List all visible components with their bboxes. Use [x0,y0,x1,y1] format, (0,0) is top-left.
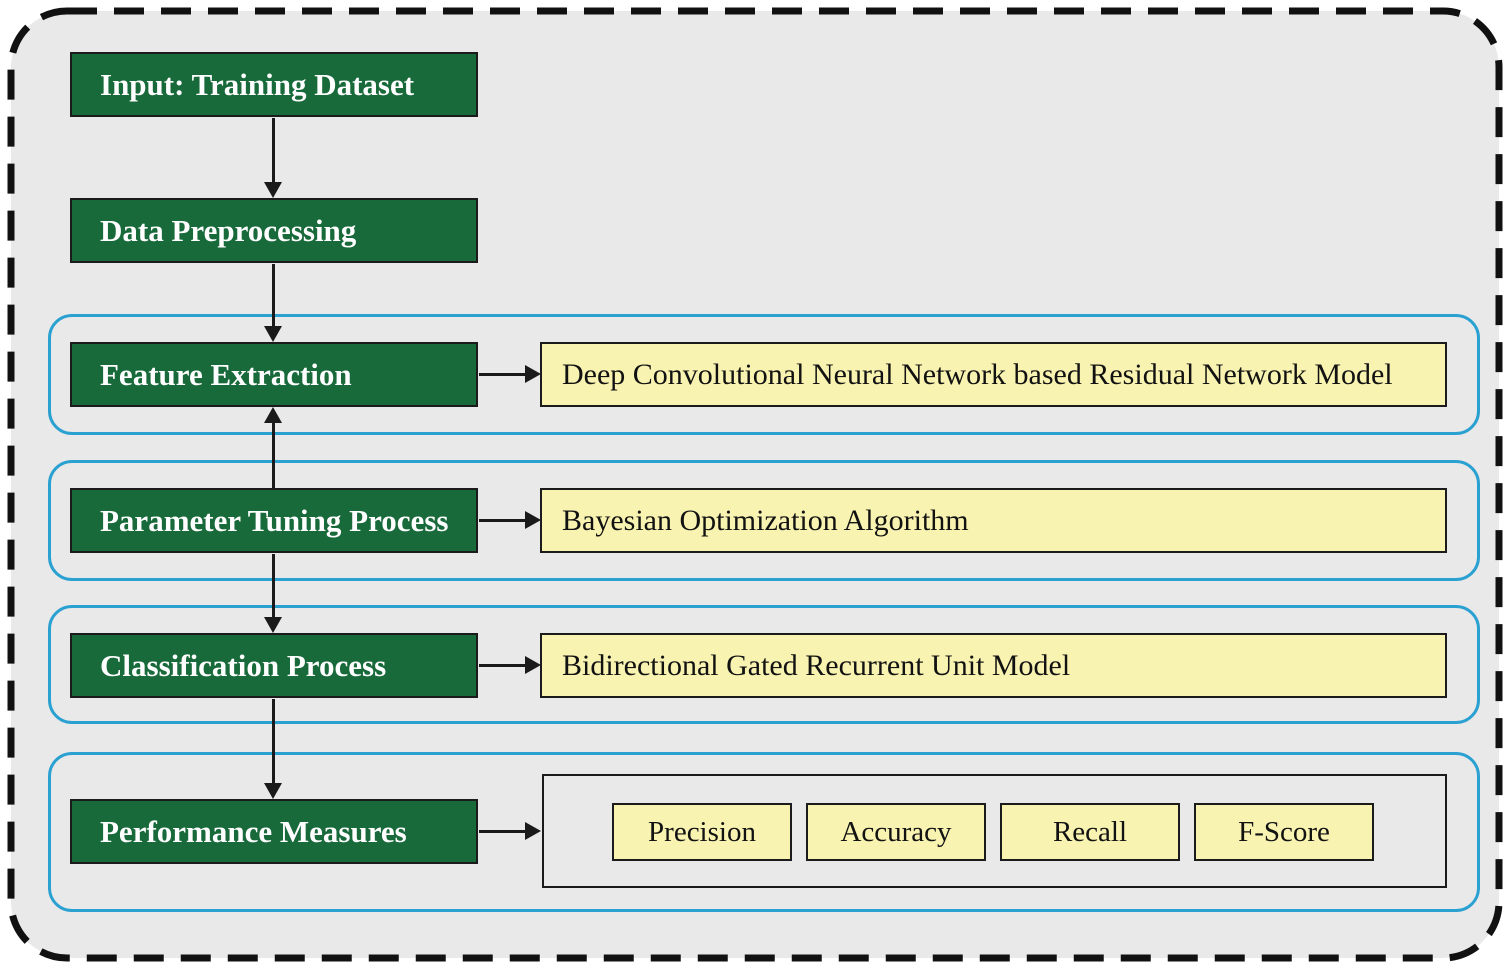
connector-classification-to-detail [479,664,525,667]
group-classification [48,605,1480,724]
arrowhead-right-icon [525,656,541,674]
group-feature-extraction [48,314,1480,435]
stage-performance-measures-box: Performance Measures [70,799,478,864]
arrowhead-down-icon [264,326,282,342]
arrowhead-right-icon [525,511,541,529]
stage-input-box: Input: Training Dataset [70,52,478,117]
arrowhead-down-icon [264,182,282,198]
performance-metrics-container [542,774,1447,888]
connector-feature-extraction-to-detail [479,373,525,376]
connector-parameter-tuning-to-detail [479,519,525,522]
detail-classification-box: Bidirectional Gated Recurrent Unit Model [540,633,1447,698]
arrowhead-right-icon [525,822,541,840]
arrowhead-down-icon [264,783,282,799]
connector-classification-to-performance [272,699,275,785]
group-parameter-tuning [48,460,1480,581]
arrowhead-up-icon [264,407,282,423]
connector-performance-to-metrics [479,830,525,833]
arrowhead-down-icon [264,617,282,633]
stage-classification-box: Classification Process [70,633,478,698]
stage-parameter-tuning-box: Parameter Tuning Process [70,488,478,553]
metric-recall-box: Recall [1000,803,1180,861]
group-performance-measures [48,752,1480,912]
metric-precision-box: Precision [612,803,792,861]
connector-preprocessing-to-feature-extraction [272,264,275,328]
detail-parameter-tuning-box: Bayesian Optimization Algorithm [540,488,1447,553]
metric-accuracy-box: Accuracy [806,803,986,861]
connector-parameter-tuning-to-classification [272,554,275,619]
detail-feature-extraction-box: Deep Convolutional Neural Network based … [540,342,1447,407]
connector-input-to-preprocessing [272,118,275,184]
arrowhead-right-icon [525,365,541,383]
stage-feature-extraction-box: Feature Extraction [70,342,478,407]
connector-parameter-tuning-to-feature-extraction [272,421,275,488]
stage-data-preprocessing-box: Data Preprocessing [70,198,478,263]
metric-fscore-box: F-Score [1194,803,1374,861]
